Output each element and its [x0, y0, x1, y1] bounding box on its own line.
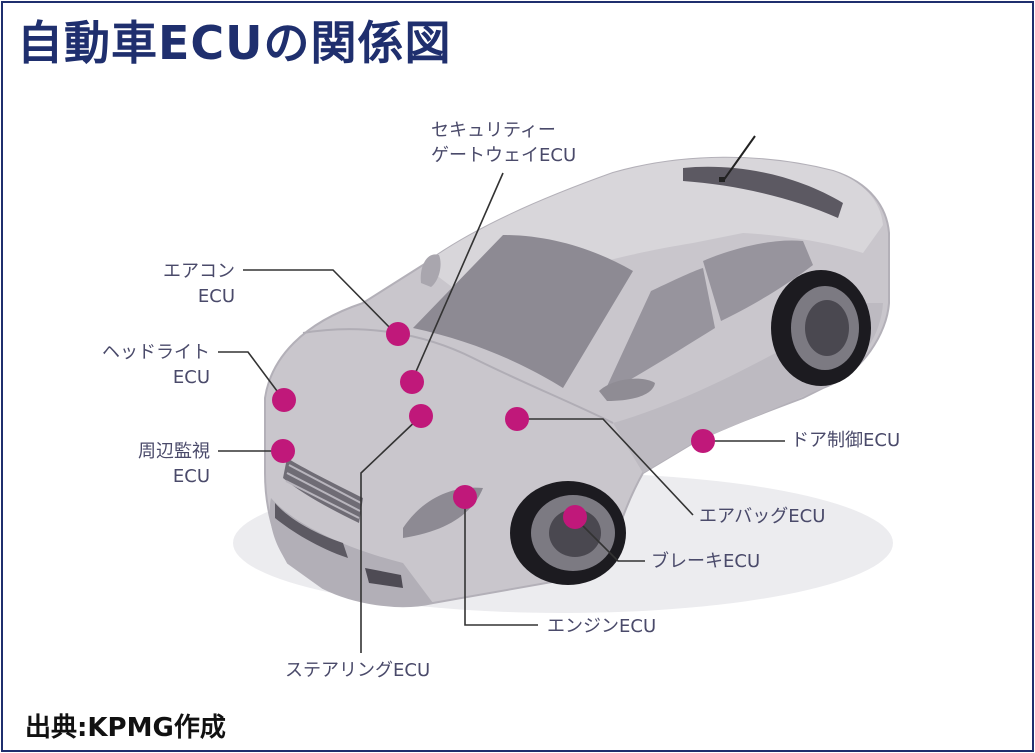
source-note: 出典:KPMG作成 [25, 713, 226, 743]
car-side-window-rear [703, 240, 813, 321]
leader-airbag [517, 418, 694, 516]
ecu-dot-headlight [272, 388, 296, 412]
label-aircon-line2: ECU [197, 286, 235, 307]
car-windshield [413, 235, 633, 388]
ecu-dots [271, 322, 715, 529]
leader-steering [360, 415, 422, 653]
label-aircon: エアコン ECU [123, 259, 235, 309]
label-surround-line2: ECU [172, 466, 210, 487]
page-title: 自動車ECUの関係図 [17, 16, 452, 70]
ecu-dot-airbag [505, 407, 529, 431]
label-headlight-line2: ECU [172, 367, 210, 388]
car-antenna-base [719, 177, 725, 182]
car-antenna [722, 135, 756, 182]
label-engine: エンジンECU [547, 616, 657, 637]
label-headlight: ヘッドライト ECU [63, 340, 210, 390]
car-front-wheel [510, 481, 626, 585]
label-surround-line1: 周辺監視 [138, 441, 210, 462]
car-lower-intake [275, 503, 348, 558]
ecu-dot-door [691, 429, 715, 453]
ecu-dot-engine [453, 485, 477, 509]
label-steering: ステアリングECU [285, 660, 431, 681]
car-mirror-right [599, 378, 655, 401]
label-airbag: エアバッグECU [699, 506, 826, 527]
ecu-dot-security-gateway [400, 370, 424, 394]
leader-security-gateway [410, 172, 504, 384]
car-fog-light [365, 568, 403, 588]
label-security-gateway: セキュリティー ゲートウェイECU [431, 118, 576, 168]
ecu-dot-aircon [386, 322, 410, 346]
ecu-dot-surround [271, 439, 295, 463]
label-security-gateway-line2: ゲートウェイECU [431, 145, 577, 166]
label-surround: 周辺監視 ECU [83, 439, 210, 489]
car-side-window-front [603, 268, 715, 395]
car-ecu-diagram [218, 135, 893, 653]
ecu-dot-steering [409, 404, 433, 428]
car-mirror-left [420, 254, 441, 287]
leader-aircon [243, 269, 397, 335]
car-illustration [233, 135, 893, 613]
ecu-dot-brake [563, 505, 587, 529]
leader-engine [464, 497, 538, 626]
label-aircon-line1: エアコン [163, 261, 235, 282]
car-hood-line [302, 328, 614, 424]
car-grille [283, 458, 363, 523]
label-brake: ブレーキECU [651, 551, 761, 572]
label-security-gateway-line1: セキュリティー [431, 120, 556, 141]
car-rear-wheel [771, 270, 871, 386]
label-headlight-line1: ヘッドライト [102, 342, 210, 363]
label-door: ドア制御ECU [791, 430, 901, 451]
grille-slats [285, 464, 362, 519]
leader-brake [574, 517, 645, 562]
leader-headlight [218, 351, 284, 400]
